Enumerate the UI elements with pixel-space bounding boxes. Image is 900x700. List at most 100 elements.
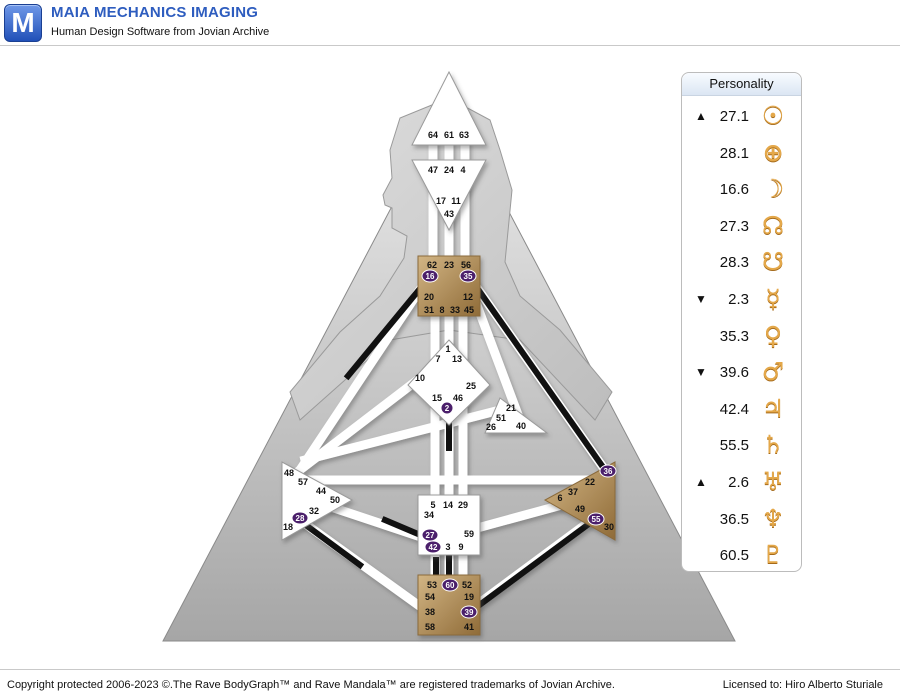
direction-arrow: ▲ <box>695 109 707 123</box>
gate-60: 60 <box>446 581 455 590</box>
earth-icon: ⊕ <box>762 137 784 167</box>
head-center <box>411 70 487 146</box>
gate-57: 57 <box>298 477 308 487</box>
personality-title: Personality <box>682 73 801 96</box>
active-gate-16-marker <box>421 269 439 283</box>
gate-20: 20 <box>424 292 434 302</box>
gate-line-value: 39.6 <box>719 364 749 382</box>
gate-54: 54 <box>425 592 435 602</box>
gate-52: 52 <box>462 580 472 590</box>
neptune-icon: ♆ <box>761 503 785 533</box>
app-subtitle: Human Design Software from Jovian Archiv… <box>51 26 270 38</box>
defined-channels <box>298 280 610 617</box>
planet-row: 27.3☊ <box>682 209 801 245</box>
planet-row: ▼39.6♂ <box>682 355 801 391</box>
gate-48: 48 <box>284 468 294 478</box>
gate-39: 39 <box>465 608 474 617</box>
active-gate-35-marker <box>459 269 477 283</box>
gate-19: 19 <box>464 592 474 602</box>
gate-59: 59 <box>464 529 474 539</box>
gate-line-value: 28.1 <box>719 144 749 162</box>
gate-23: 23 <box>444 260 454 270</box>
gate-31: 31 <box>424 305 434 315</box>
gate-3: 3 <box>445 542 450 552</box>
gate-12: 12 <box>463 292 473 302</box>
direction-arrow: ▼ <box>695 292 707 306</box>
active-gate-42-marker <box>424 540 442 554</box>
pluto-icon: ♇ <box>761 540 785 570</box>
gate-24: 24 <box>444 165 454 175</box>
gate-22: 22 <box>585 477 595 487</box>
active-gate-2-marker <box>440 401 454 415</box>
gate-41: 41 <box>464 622 474 632</box>
gate-47: 47 <box>428 165 438 175</box>
gate-56: 56 <box>461 260 471 270</box>
planet-row: 28.3 ☋ <box>682 245 801 281</box>
jupiter-icon: ♃ <box>761 393 785 423</box>
gate-53: 53 <box>427 580 437 590</box>
planet-row: 28.1 ⊕ <box>682 136 801 172</box>
gate-36: 36 <box>604 467 613 476</box>
gate-7: 7 <box>435 354 440 364</box>
gate-line-value: 27.3 <box>719 217 749 235</box>
gate-18: 18 <box>283 522 293 532</box>
active-gate-28-marker <box>291 511 309 525</box>
gate-4: 4 <box>460 165 465 175</box>
gate-5: 5 <box>430 500 435 510</box>
gate-line-value: 2.6 <box>728 474 749 491</box>
ego-center <box>484 397 549 434</box>
gate-17: 17 <box>436 196 446 206</box>
planet-row: ▲2.6♅ <box>682 465 801 501</box>
planet-row: 42.4♃ <box>682 392 801 428</box>
gate-9: 9 <box>458 542 463 552</box>
gate-58: 58 <box>425 622 435 632</box>
planet-row: 16.6 ☽ <box>682 172 801 208</box>
gate-1: 1 <box>445 344 450 354</box>
gate-33: 33 <box>450 305 460 315</box>
gate-55: 55 <box>592 515 601 524</box>
logo-icon: M <box>4 4 42 42</box>
gate-21: 21 <box>506 403 516 413</box>
gate-2: 2 <box>445 404 450 413</box>
personality-panel: Personality ▲27.1☉ 28.1 ⊕ 16.6 ☽ 27.3☊ 28.3 ☋ ▼ 2… <box>681 72 802 572</box>
app-title: MAIA MECHANICS IMAGING <box>51 4 259 21</box>
gate-35: 35 <box>464 272 473 281</box>
gate-42: 42 <box>429 543 438 552</box>
active-gate-36-marker <box>599 464 617 478</box>
gate-10: 10 <box>415 373 425 383</box>
gate-49: 49 <box>575 504 585 514</box>
logo-letter: M <box>11 7 35 38</box>
throat-center <box>417 255 481 317</box>
south-node-icon: ☋ <box>761 247 785 277</box>
gate-34: 34 <box>424 510 434 520</box>
gate-43: 43 <box>444 209 454 219</box>
gate-line-value: 36.5 <box>719 510 749 528</box>
mercury-icon: ☿ <box>765 284 781 313</box>
gate-16: 16 <box>426 272 435 281</box>
venus-icon: ♀ <box>763 320 783 350</box>
gate-11: 11 <box>451 196 461 206</box>
gate-28: 28 <box>296 514 305 523</box>
moon-icon: ☽ <box>761 174 785 204</box>
gate-40: 40 <box>516 421 526 431</box>
saturn-icon: ♄ <box>761 430 785 460</box>
gate-51: 51 <box>496 413 506 423</box>
gate-32: 32 <box>309 506 319 516</box>
gate-line-value: 28.3 <box>719 254 749 272</box>
direction-arrow: ▼ <box>695 365 707 380</box>
active-gate-60-marker <box>441 578 459 592</box>
planet-row: 55.5 ♄ <box>682 428 801 464</box>
planet-row: 60.5♇ <box>682 538 801 574</box>
planet-row: ▲27.1☉ <box>682 99 801 135</box>
uranus-icon: ♅ <box>761 467 785 496</box>
gate-line-value: 16.6 <box>719 181 749 199</box>
gate-45: 45 <box>464 305 474 315</box>
root-center <box>417 574 481 636</box>
gate-37: 37 <box>568 487 578 497</box>
gate-64: 64 <box>428 130 438 140</box>
planet-row: 35.3♀ <box>682 319 801 355</box>
gate-25: 25 <box>466 381 476 391</box>
gate-50: 50 <box>330 495 340 505</box>
gate-line-value: 55.5 <box>719 437 749 455</box>
gate-61: 61 <box>444 130 454 140</box>
